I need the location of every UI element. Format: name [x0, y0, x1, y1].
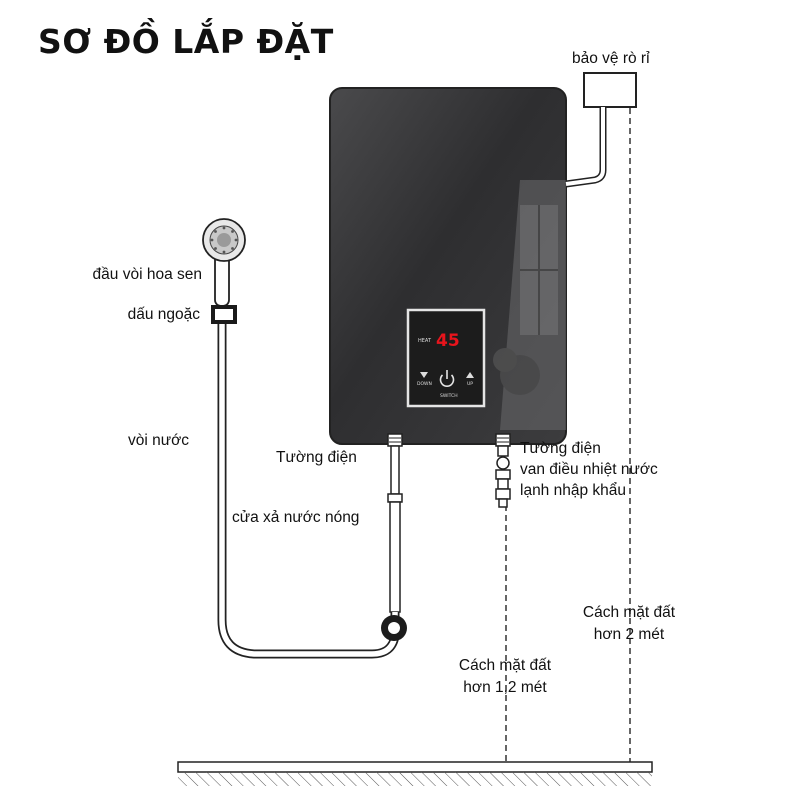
page-title: SƠ ĐỒ LẮP ĐẶT — [38, 22, 334, 61]
label-wall-right: Tường điện — [520, 440, 601, 457]
control-panel: HEAT 45 DOWN SWITCH UP — [406, 308, 486, 408]
window-reflection — [493, 180, 566, 430]
label-height-1-2m-line1: Cách mặt đất — [458, 657, 552, 674]
label-height-2m-line1: Cách mặt đất — [582, 604, 676, 621]
label-hose: vòi nước — [128, 432, 190, 449]
shower-head — [202, 218, 246, 307]
leak-protection-device — [565, 72, 637, 188]
label-valve-line2: lạnh nhập khẩu — [520, 482, 627, 499]
label-shower-head: đầu vòi hoa sen — [92, 266, 202, 283]
label-height-1-2m-line2: hơn 1,2 mét — [463, 679, 547, 696]
label-wall-left: Tường điện — [276, 449, 357, 466]
hot-water-outlet-pipe — [387, 433, 403, 613]
switch-label: SWITCH — [440, 393, 458, 399]
down-arrow-icon[interactable] — [420, 372, 428, 378]
label-height-2m-line2: hơn 2 mét — [593, 626, 665, 643]
up-label: UP — [467, 381, 473, 387]
up-arrow-icon[interactable] — [466, 372, 474, 378]
shower-hose — [217, 324, 407, 659]
label-leak-protection: bảo vệ rò rỉ — [572, 50, 650, 67]
power-switch-icon[interactable] — [439, 370, 455, 387]
floor — [177, 761, 653, 786]
label-hot-outlet: cửa xả nước nóng — [232, 509, 360, 526]
down-label: DOWN — [417, 381, 432, 387]
water-heater: HEAT 45 DOWN SWITCH UP — [329, 87, 567, 445]
heat-label: HEAT — [418, 338, 432, 344]
label-bracket: dấu ngoặc — [127, 306, 200, 323]
label-valve-line1: van điều nhiệt nước — [520, 461, 658, 478]
temperature-display: 45 — [436, 331, 460, 351]
wall-bracket — [211, 305, 237, 324]
cold-water-inlet-valve — [495, 433, 511, 508]
